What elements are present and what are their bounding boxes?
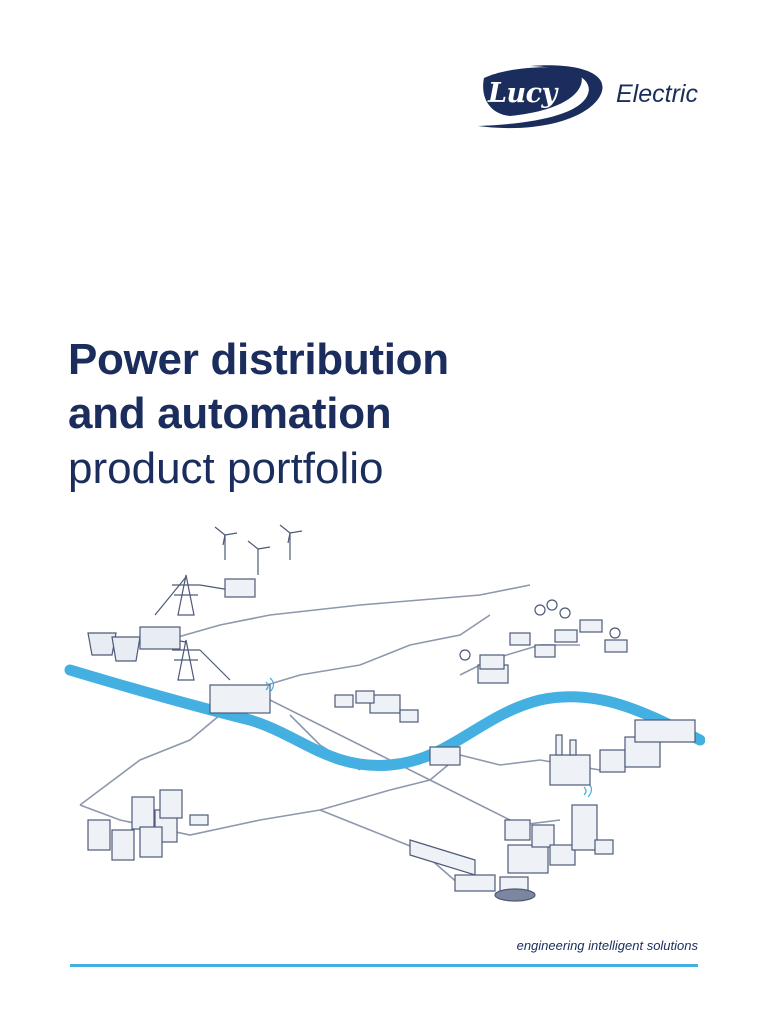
cover-title: Power distribution and automation produc… (68, 333, 449, 497)
cooling-tower-icon (87, 626, 181, 662)
logo-electric-text: Electric (616, 80, 698, 108)
apartment-block-icon (87, 789, 209, 861)
logo-lucy-text: Lucy (488, 78, 557, 109)
power-pylon-icon (154, 574, 231, 681)
airport-icon (409, 839, 536, 902)
footer-divider (70, 964, 698, 967)
title-line-3: product portfolio (68, 444, 384, 493)
network-lines (79, 584, 601, 886)
wind-turbine-icon (214, 524, 303, 575)
brand-logo: Lucy Electric (470, 58, 710, 136)
title-line-2: and automation (68, 389, 392, 438)
river-icon (64, 664, 706, 771)
office-building-icon (504, 804, 614, 874)
tree-icon (459, 599, 621, 661)
title-line-1: Power distribution (68, 335, 449, 384)
house-icon (334, 619, 628, 723)
power-network-illustration (60, 515, 706, 915)
tagline: engineering intelligent solutions (516, 938, 698, 953)
logo-swoosh-icon (478, 65, 603, 129)
factory-icon (549, 719, 696, 786)
